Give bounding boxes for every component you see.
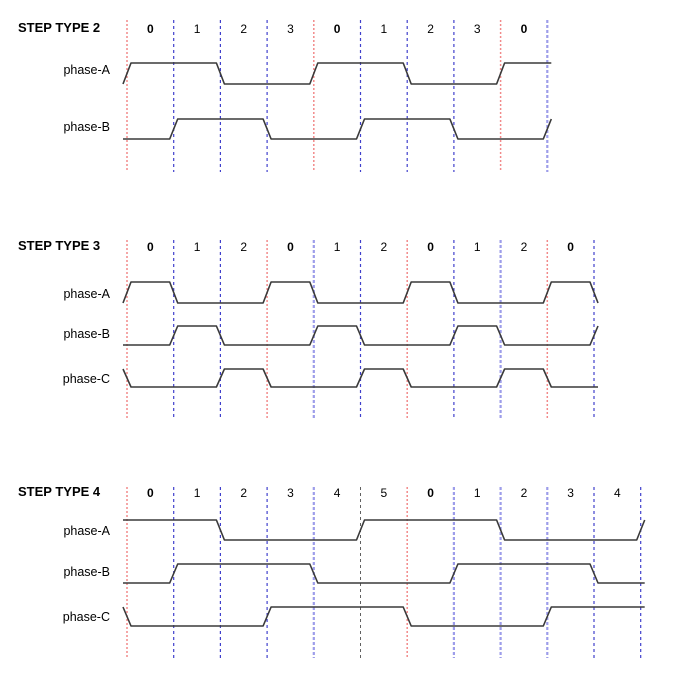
phase-label: phase-C — [62, 610, 110, 624]
phase-label: phase-A — [63, 63, 110, 77]
phase-label: phase-A — [63, 524, 110, 538]
step-number: 1 — [473, 240, 481, 254]
step-number: 0 — [427, 486, 434, 500]
step-number: 0 — [333, 22, 341, 36]
step-number: 1 — [333, 240, 341, 254]
step-number: 3 — [473, 22, 481, 36]
step-number: 0 — [287, 240, 294, 254]
step-number: 3 — [287, 486, 294, 500]
waveform-phase-C — [122, 606, 645, 627]
diagram-title: STEP TYPE 2 — [18, 20, 101, 35]
step-number: 0 — [567, 240, 574, 254]
step-number: 2 — [520, 240, 528, 254]
step-number: 2 — [240, 22, 248, 36]
phase-label: phase-B — [63, 120, 110, 134]
waveform-phase-B — [123, 118, 553, 140]
step-number: 0 — [147, 22, 154, 36]
step-number: 2 — [380, 240, 388, 254]
step-number: 1 — [193, 240, 201, 254]
step-number: 1 — [193, 22, 201, 36]
phase-label: phase-A — [63, 287, 110, 301]
step-number: 0 — [147, 240, 154, 254]
step-number: 0 — [427, 240, 434, 254]
diagram-title: STEP TYPE 4 — [18, 484, 101, 499]
phase-label: phase-B — [63, 565, 110, 579]
step-number: 5 — [380, 486, 388, 500]
diagram-title: STEP TYPE 3 — [18, 238, 101, 253]
waveform-phase-B — [123, 563, 645, 584]
step-number: 1 — [193, 486, 201, 500]
waveform-phase-A — [122, 62, 552, 85]
step-number: 2 — [240, 486, 248, 500]
phase-label: phase-C — [62, 372, 110, 386]
step-number: 1 — [473, 486, 481, 500]
step-number: 4 — [614, 486, 621, 500]
phase-label: phase-B — [63, 327, 110, 341]
waveform-phase-A — [123, 519, 646, 541]
step-number: 2 — [240, 240, 248, 254]
waveform-phase-B — [123, 325, 599, 346]
step-number: 2 — [427, 22, 434, 36]
waveform-phase-C — [122, 368, 598, 388]
waveform-phase-A — [122, 281, 599, 304]
step-number: 4 — [333, 486, 341, 500]
step-number: 0 — [147, 486, 154, 500]
step-number: 3 — [567, 486, 574, 500]
step-number: 0 — [520, 22, 528, 36]
step-number: 3 — [287, 22, 294, 36]
step-number: 2 — [520, 486, 528, 500]
step-number: 1 — [380, 22, 388, 36]
